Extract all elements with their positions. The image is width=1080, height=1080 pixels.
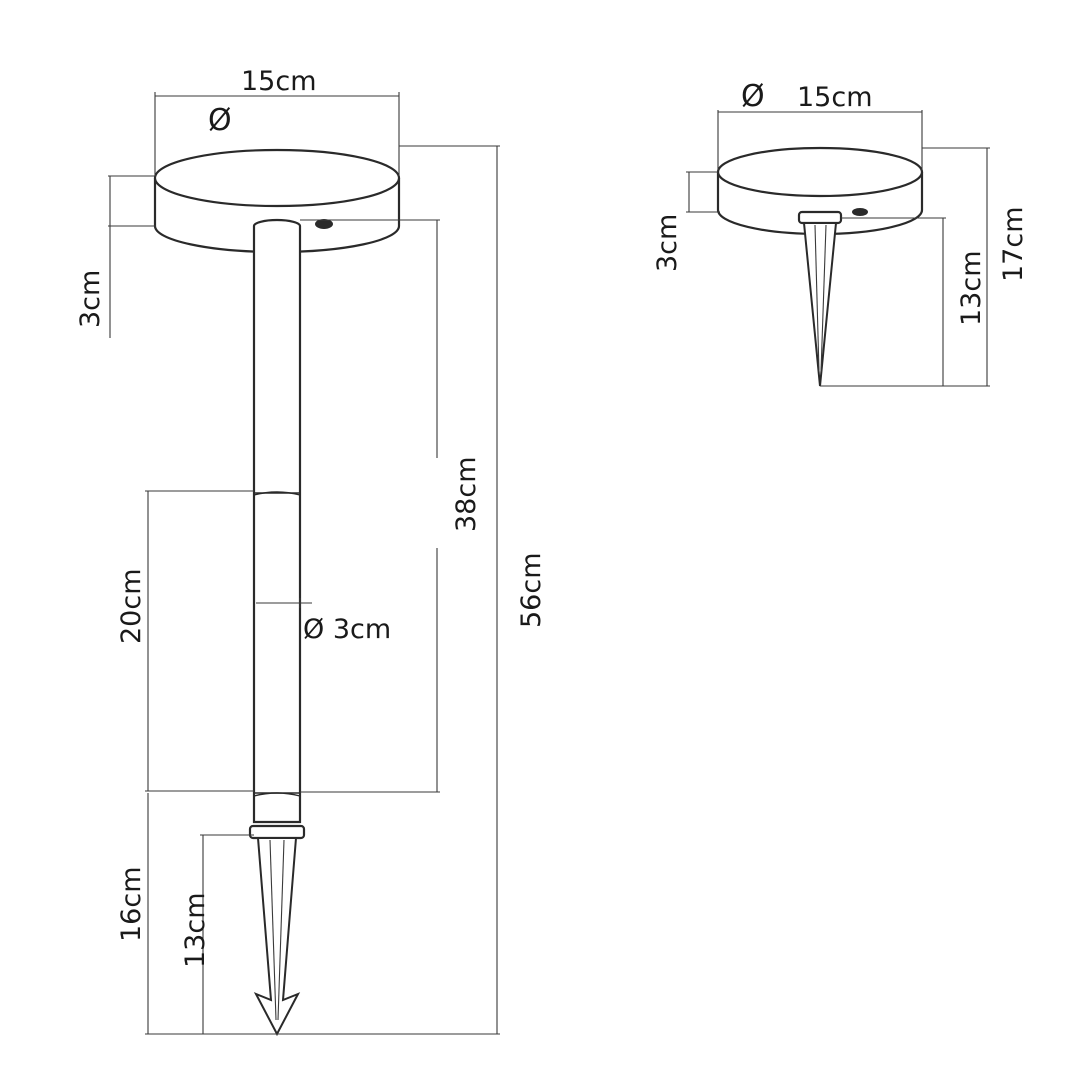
dim-pole-diameter: Ø 3cm <box>256 598 391 645</box>
head-height-label: 3cm <box>75 270 106 328</box>
dim-pole-length: 38cm <box>300 219 482 793</box>
dim-head-height: 3cm <box>75 175 156 338</box>
short-spike-length-label: 13cm <box>956 250 987 326</box>
short-diameter-symbol: Ø <box>741 79 765 114</box>
spike-section-label: 16cm <box>116 866 147 942</box>
full-lamp-drawing: Ø 15cm 3cm 38cm 56cm <box>75 66 547 1037</box>
sensor-dot <box>315 219 333 229</box>
short-dim-spike-length: 13cm <box>820 217 990 387</box>
dim-spike-section: 16cm <box>116 793 277 1035</box>
pole-length-label: 38cm <box>451 456 482 532</box>
dim-total-height: 56cm <box>277 145 547 1035</box>
short-lamp-drawing: Ø 15cm 3cm 13cm 17cm <box>652 79 1029 387</box>
pole <box>252 218 302 824</box>
ground-spike <box>248 824 306 1037</box>
short-total-height-label: 17cm <box>998 206 1029 282</box>
short-dim-total-height: 17cm <box>922 147 1029 386</box>
pole-diameter-label: Ø 3cm <box>303 614 391 645</box>
dim-light-section: 20cm <box>116 490 254 792</box>
short-dim-head-height: 3cm <box>652 171 720 272</box>
short-ground-spike <box>797 210 843 387</box>
total-height-label: 56cm <box>516 552 547 628</box>
dim-head-diameter: Ø 15cm <box>154 66 400 176</box>
dim-spike-length: 13cm <box>180 834 254 1034</box>
short-dim-head-diameter: Ø 15cm <box>717 79 923 170</box>
lamp-head <box>153 148 401 254</box>
short-head-diameter-label: 15cm <box>797 82 873 113</box>
short-sensor-dot <box>852 208 868 216</box>
short-head-height-label: 3cm <box>652 214 683 272</box>
light-section-label: 20cm <box>116 568 147 644</box>
diameter-symbol: Ø <box>208 103 232 138</box>
spike-length-label: 13cm <box>180 892 211 968</box>
head-diameter-label: 15cm <box>241 66 317 97</box>
